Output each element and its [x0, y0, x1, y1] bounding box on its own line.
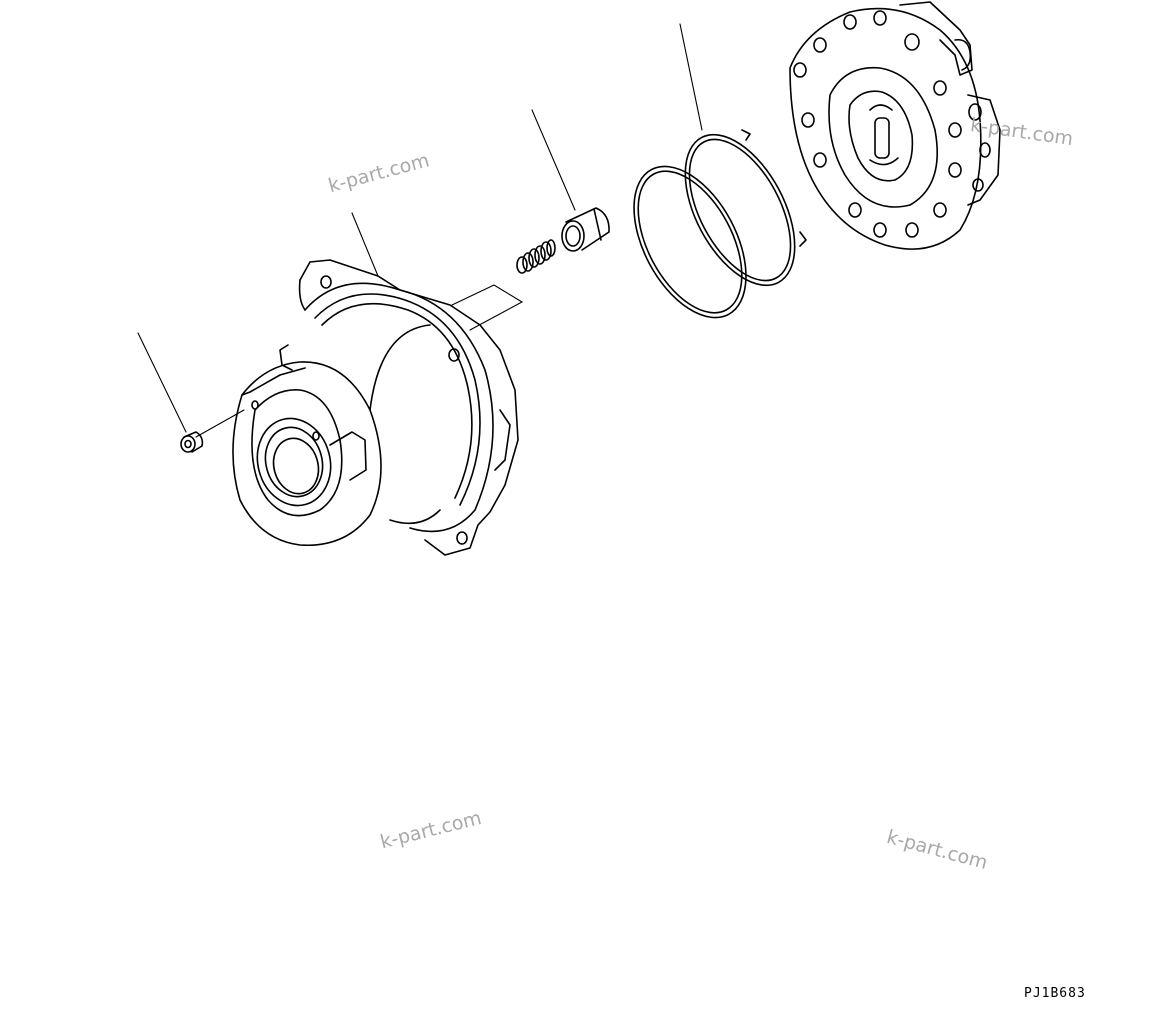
leader-line-plug — [137, 332, 187, 433]
seal-ring-icon — [633, 129, 807, 319]
plug-icon — [180, 431, 204, 453]
leader-line-plug-hole — [195, 409, 245, 438]
figure-code: PJ1B683 — [1024, 986, 1086, 1001]
leader-bracket-spring — [451, 284, 524, 331]
spring-icon — [516, 239, 556, 274]
motor-case-icon — [232, 259, 519, 556]
leader-line-seal — [679, 23, 703, 131]
port-block-icon — [789, 1, 1001, 250]
leader-line-case — [351, 212, 379, 277]
leader-lines — [137, 23, 703, 438]
leader-line-spool — [531, 109, 576, 211]
spool-icon — [561, 207, 610, 252]
